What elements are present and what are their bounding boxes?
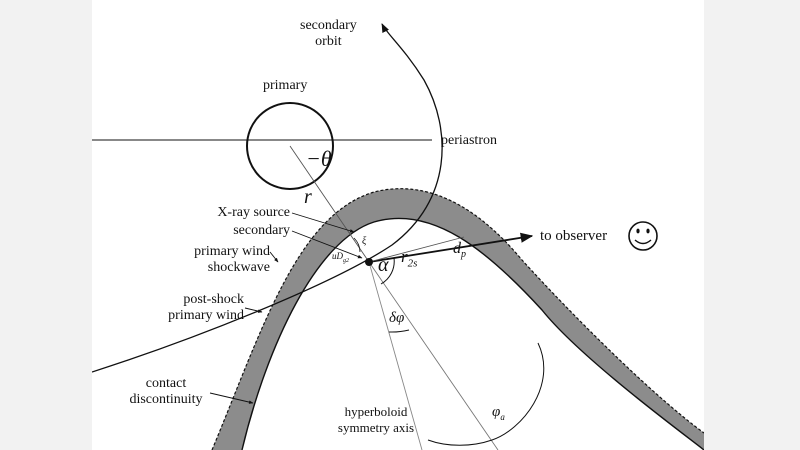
label-hyperboloid-axis: hyperboloid symmetry axis — [337, 404, 415, 435]
smiley-icon — [628, 221, 658, 251]
symbol-udg: uDg2 — [332, 251, 349, 264]
secondary-orbit — [92, 23, 443, 373]
symbol-udg-base: uD — [332, 251, 343, 261]
symbol-phi-a-sub: a — [500, 412, 505, 422]
label-to-observer: to observer — [540, 228, 608, 244]
symbol-theta: −θ — [306, 146, 332, 171]
label-primary: primary — [263, 78, 308, 93]
xi-arc — [353, 237, 361, 253]
diagram-svg — [92, 23, 704, 450]
post-shock-pointer — [244, 307, 263, 313]
hyperboloid-axis-line — [368, 261, 499, 450]
label-post-shock-primary-wind: post-shock primary wind — [168, 292, 244, 323]
symbol-phi-a: φa — [492, 404, 505, 422]
label-xray-source: X-ray source — [217, 205, 290, 220]
label-secondary-orbit: secondary orbit — [300, 18, 357, 49]
symbol-phi-a-base: φ — [492, 404, 501, 420]
symbol-xi: ξ — [362, 236, 367, 247]
primary-star — [246, 102, 334, 190]
symbol-dp-base: d — [453, 240, 461, 257]
symbol-r2s-base: r — [401, 247, 408, 266]
symbol-dp-sub: p — [461, 249, 466, 261]
symbol-r2s: r2s — [401, 247, 417, 269]
label-contact-discontinuity: contact discontinuity — [129, 376, 203, 407]
shockwave-pointer — [269, 251, 279, 263]
symbol-r2s-sub: 2s — [407, 257, 418, 270]
separation-line — [289, 145, 370, 263]
secondary-star — [365, 258, 373, 266]
diagram-canvas: secondary orbit primary periastron X-ray… — [92, 0, 704, 450]
label-secondary: secondary — [233, 223, 290, 238]
contact-discontinuity-curve — [241, 217, 704, 450]
symbol-r: r — [304, 186, 312, 208]
phi-a-arc — [427, 342, 545, 446]
secondary-pointer — [291, 230, 363, 259]
delta-phi-arc — [388, 329, 410, 333]
xray-source-pointer — [291, 212, 355, 233]
symbol-delta-phi: δφ — [389, 310, 405, 326]
label-primary-wind-shockwave: primary wind shockwave — [194, 244, 270, 275]
contact-pointer — [209, 392, 254, 404]
symbol-dp: dp — [453, 240, 466, 260]
symbol-udg-sub: g2 — [343, 257, 349, 264]
label-periastron: periastron — [441, 133, 497, 148]
ray-line — [368, 261, 423, 450]
dp-line — [368, 236, 465, 263]
alpha-arc — [380, 257, 395, 285]
observer-arrow — [368, 232, 534, 263]
symbol-alpha: α — [378, 254, 389, 276]
